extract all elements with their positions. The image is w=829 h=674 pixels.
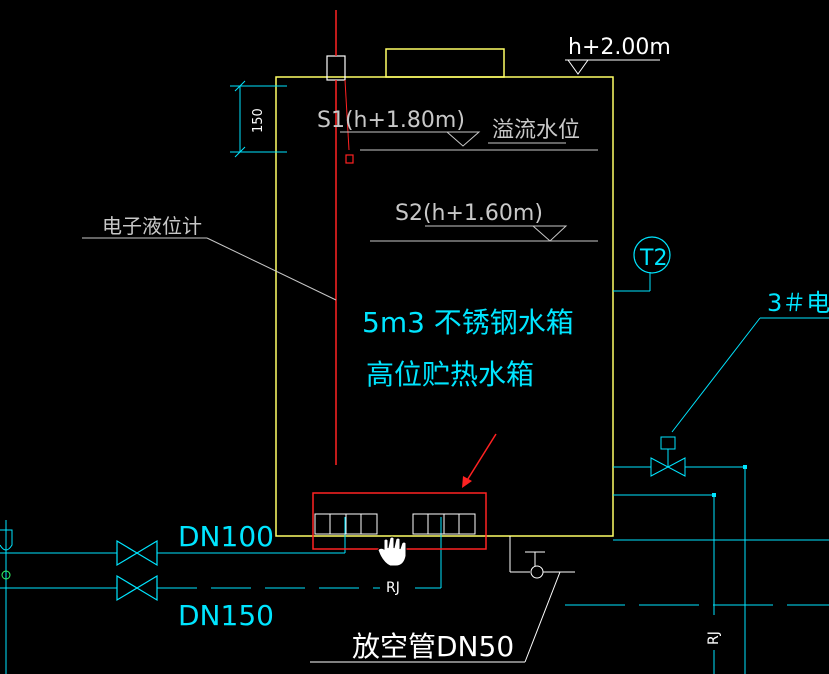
vent-pipe-label: 放空管DN50 [352,630,514,663]
level-meter-leader: 电子液位计 [82,214,337,301]
left-pipes [0,517,442,674]
dim-150-label: 150 [251,108,266,133]
valve-3-leader: 3＃电磁 [671,289,829,433]
rj-bottom-label: RJ [386,580,400,596]
level-meter-label: 电子液位计 [102,214,202,238]
tank-name-line1: 5m3 不锈钢水箱 [362,306,574,339]
overflow-level-label: 溢流水位 [492,118,580,143]
valve-dn100 [116,539,158,567]
outlet-grid-left [314,513,378,535]
top-elevation-label: h+2.00m [568,35,671,60]
red-arrow-icon [462,433,497,488]
rj-right-label: RJ [706,631,722,645]
t2-label: T2 [639,246,667,271]
outlet-grid-right [412,513,476,535]
dn100-label: DN100 [178,520,274,553]
dimension-150: 150 [230,80,287,158]
tank-manhole [385,48,505,78]
s2-label: S2(h+1.60m) [395,201,543,226]
level-meter [326,10,354,465]
s1-level: S1(h+1.80m) 溢流水位 [317,108,598,151]
tank-name-line2: 高位贮热水箱 [366,358,534,391]
left-equipment [0,529,13,580]
solenoid-valve-3 [650,436,686,477]
s2-level: S2(h+1.60m) [370,201,598,242]
right-pipes [565,466,829,674]
t2-sensor: T2 [613,236,671,292]
pipe-node [743,465,747,469]
valve-3-label: 3＃电磁 [767,289,829,317]
hand-cursor-icon [377,536,407,567]
valve-dn150 [116,574,158,602]
pipe-node [712,493,716,497]
dn150-label: DN150 [178,599,274,632]
top-elevation-mark: h+2.00m [565,35,671,75]
s1-label: S1(h+1.80m) [317,108,465,133]
vent-pipe [310,536,575,663]
